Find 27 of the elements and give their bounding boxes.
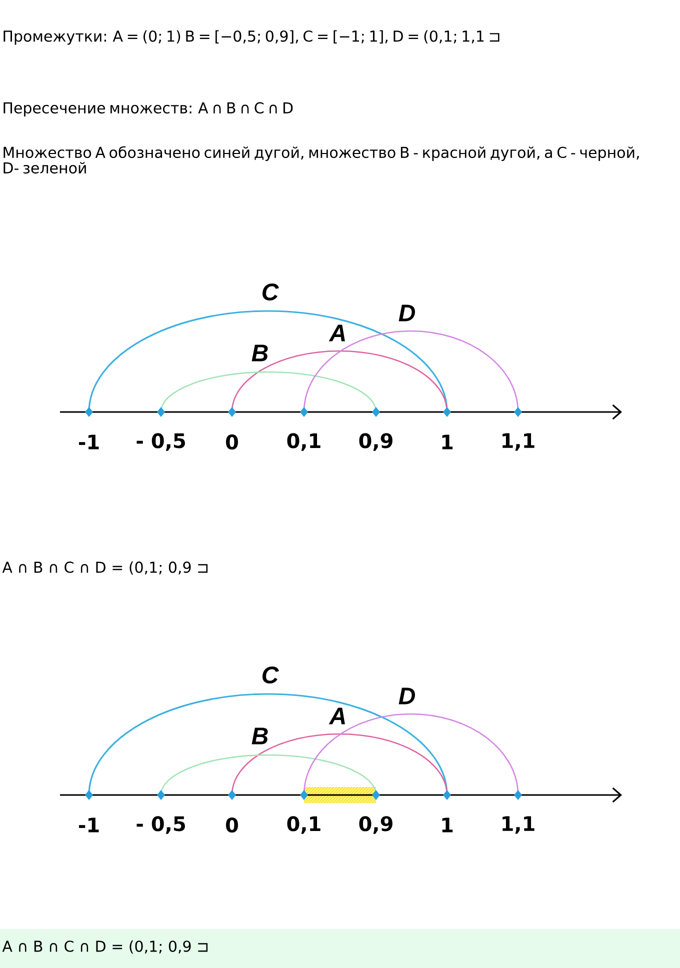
tick-label: 1 [442, 434, 453, 450]
answer-text: A ∩ B ∩ C ∩ D = (0,1; 0,9 ⊐ [2, 561, 208, 575]
tick-label: -1 [78, 434, 99, 450]
tick-label: 0,9 [359, 816, 392, 834]
set-letter: C [262, 666, 279, 684]
tick-label: - 0,5 [136, 433, 185, 451]
tick-label: 1 [442, 818, 453, 832]
tick-label: 0 [226, 817, 238, 833]
answer-banner: A ∩ B ∩ C ∩ D = (0,1; 0,9 ⊐ [0, 929, 680, 968]
set-letter: D [398, 304, 415, 322]
tick-label: 1,1 [502, 433, 534, 451]
body-text: Промежутки: A = (0; 1) B = [−0,5; 0,9], C = [−1; 1], D = (0,1; 1,1 ⊐ [4, 30, 500, 45]
tick-label: 0,1 [287, 816, 320, 834]
tick-label: 0 [226, 434, 238, 450]
tick-label: 0,1 [287, 433, 320, 451]
tick-label: -1 [78, 818, 99, 832]
tick-label: 1,1 [502, 816, 534, 834]
set-letter: A [328, 324, 345, 342]
set-letter: B [252, 728, 268, 744]
set-letter: A [328, 708, 345, 724]
body-text: Множество A обозначено синей дугой, множество B - красной дугой, а C - черной, D- зеленой [4, 146, 639, 174]
tick-label: - 0,5 [136, 816, 185, 834]
set-letter: B [252, 344, 268, 362]
set-letter: C [262, 284, 279, 300]
set-letter: D [398, 688, 415, 704]
body-text: Пересечение множеств: A ∩ B ∩ C ∩ D [4, 102, 293, 116]
tick-label: 0,9 [359, 433, 392, 451]
